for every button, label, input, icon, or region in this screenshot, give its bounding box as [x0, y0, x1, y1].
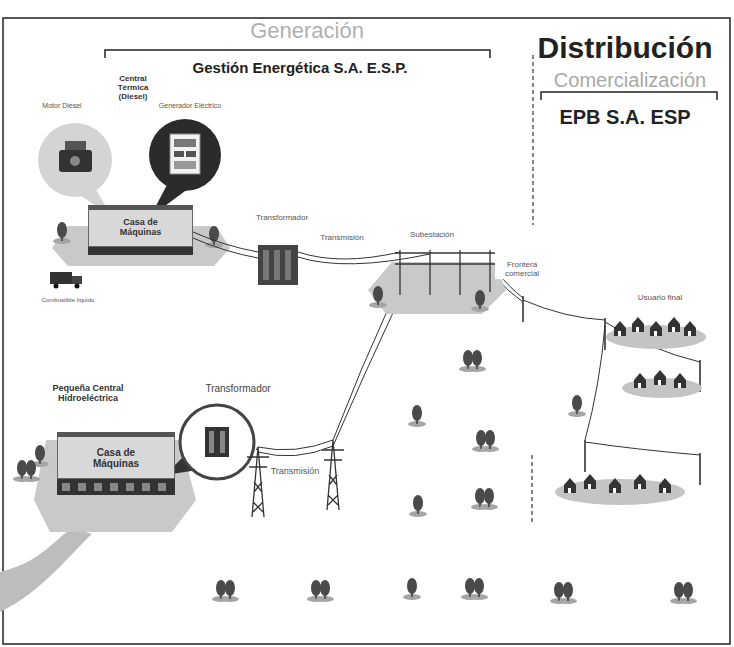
- transformer-symbol: [258, 245, 298, 285]
- fuel-truck: [50, 272, 82, 289]
- machine-house: Casa de Máquinas: [88, 205, 193, 247]
- trees: [212, 350, 697, 604]
- plant-label: Central Térmica (Diesel): [112, 75, 154, 101]
- generator-callout: [149, 119, 221, 217]
- part-label: Transformador: [205, 383, 270, 394]
- section-heading: Generación: [250, 19, 364, 43]
- part-label: Generador Eléctrico: [159, 102, 221, 110]
- part-label: Combustible líquido: [42, 297, 95, 304]
- houses: [555, 317, 706, 505]
- diesel-motor-callout: [38, 123, 112, 217]
- section-subheading: Comercialización: [554, 69, 706, 91]
- boundary-dashes: [532, 55, 533, 522]
- part-label: Transmisión: [318, 234, 365, 243]
- company-name: EPB S.A. ESP: [559, 106, 690, 128]
- part-label: Transmisión: [269, 467, 322, 477]
- part-label: Motor Diesel: [42, 102, 81, 110]
- building-label: Casa de Máquinas: [109, 218, 172, 238]
- machine-house: Casa de Máquinas: [57, 432, 175, 479]
- plant-label: Pequeña Central Hidroeléctrica: [49, 384, 127, 404]
- part-label: Transformador: [256, 214, 308, 223]
- boundary-label: Frontera comercial: [495, 261, 549, 279]
- section-heading: Distribución: [537, 31, 712, 64]
- company-name: Gestión Energética S.A. E.S.P.: [193, 60, 408, 77]
- substation: [368, 250, 506, 314]
- building-label: Casa de Máquinas: [81, 447, 152, 469]
- frame: [3, 18, 730, 644]
- part-label: Subestación: [410, 231, 454, 240]
- transformer-callout: [165, 405, 254, 479]
- part-label: Usuario final: [638, 294, 683, 303]
- towers: [247, 440, 344, 517]
